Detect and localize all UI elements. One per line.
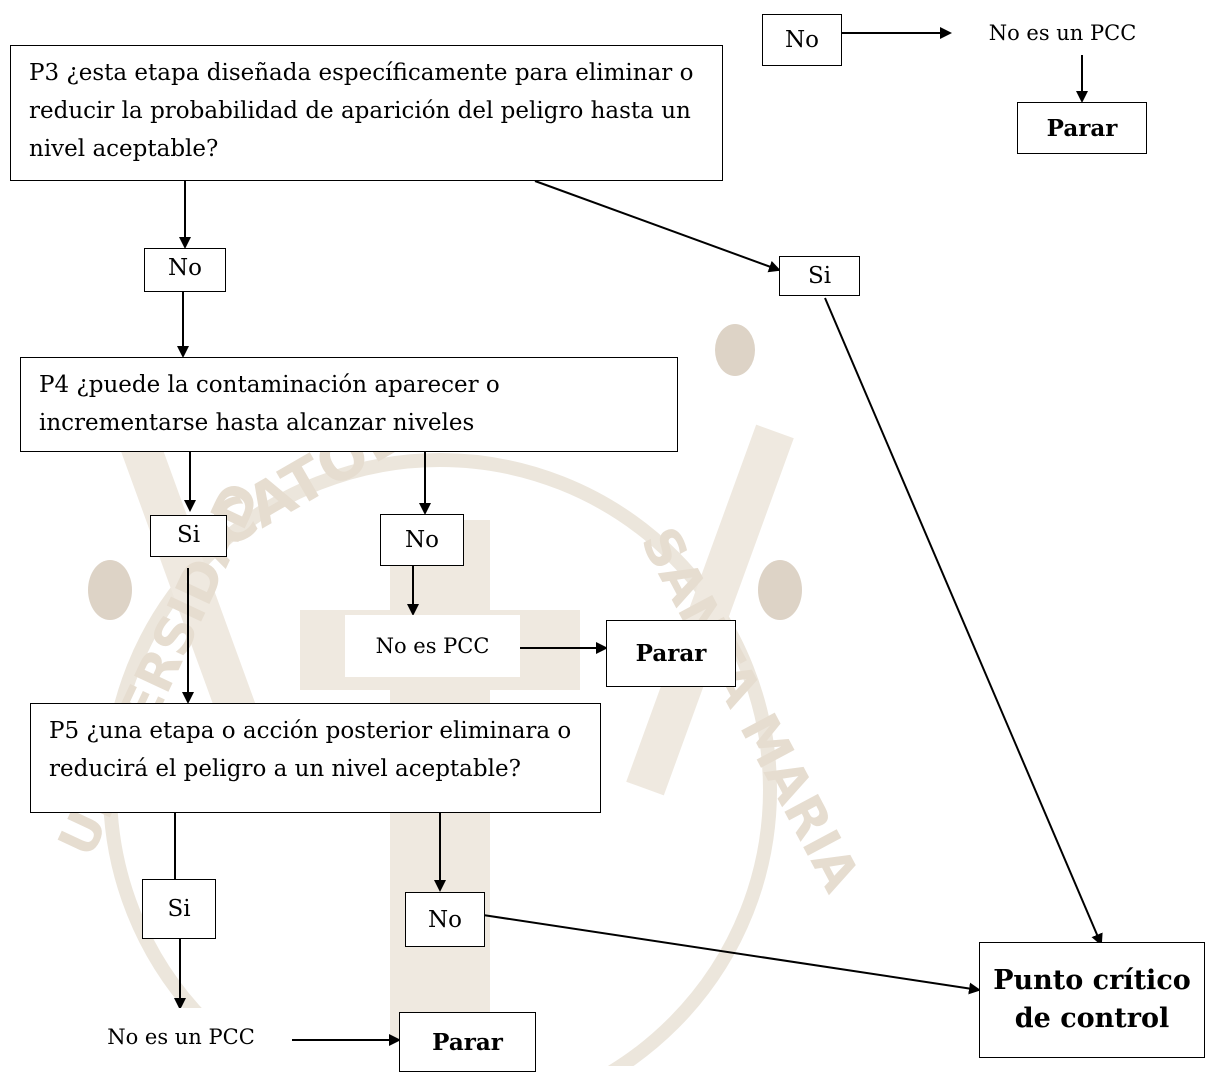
p3-si-box: Si bbox=[779, 256, 860, 296]
p4-parar-box: Parar bbox=[606, 620, 736, 687]
critical-control-point-box: Punto crítico de control bbox=[979, 942, 1205, 1058]
top-parar-box: Parar bbox=[1017, 102, 1147, 154]
p4-si-box: Si bbox=[150, 515, 227, 557]
pcc-line-2: de control bbox=[1014, 1003, 1170, 1034]
p5-parar-box: Parar bbox=[399, 1012, 536, 1072]
pcc-line-1: Punto crítico bbox=[993, 965, 1191, 996]
p4-no-box: No bbox=[380, 514, 464, 566]
p5-no-box: No bbox=[405, 892, 485, 947]
question-p4-text: P4 ¿puede la contaminación aparecer o in… bbox=[39, 372, 500, 436]
p5-no-pcc-text: No es un PCC bbox=[70, 1008, 292, 1066]
top-no-label: No bbox=[785, 27, 819, 53]
p4-no-pcc-text: No es PCC bbox=[345, 615, 520, 677]
top-no-box: No bbox=[762, 14, 842, 66]
question-p3-text: P3 ¿esta etapa diseñada específicamente … bbox=[29, 60, 694, 162]
question-p4-box: P4 ¿puede la contaminación aparecer o in… bbox=[20, 357, 678, 452]
question-p3-box: P3 ¿esta etapa diseñada específicamente … bbox=[10, 45, 723, 181]
question-p5-text: P5 ¿una etapa o acción posterior elimina… bbox=[49, 718, 572, 782]
p3-no-box: No bbox=[144, 248, 226, 292]
p5-si-box: Si bbox=[142, 879, 216, 939]
question-p5-box: P5 ¿una etapa o acción posterior elimina… bbox=[30, 703, 601, 813]
top-no-pcc-text: No es un PCC bbox=[970, 14, 1155, 52]
